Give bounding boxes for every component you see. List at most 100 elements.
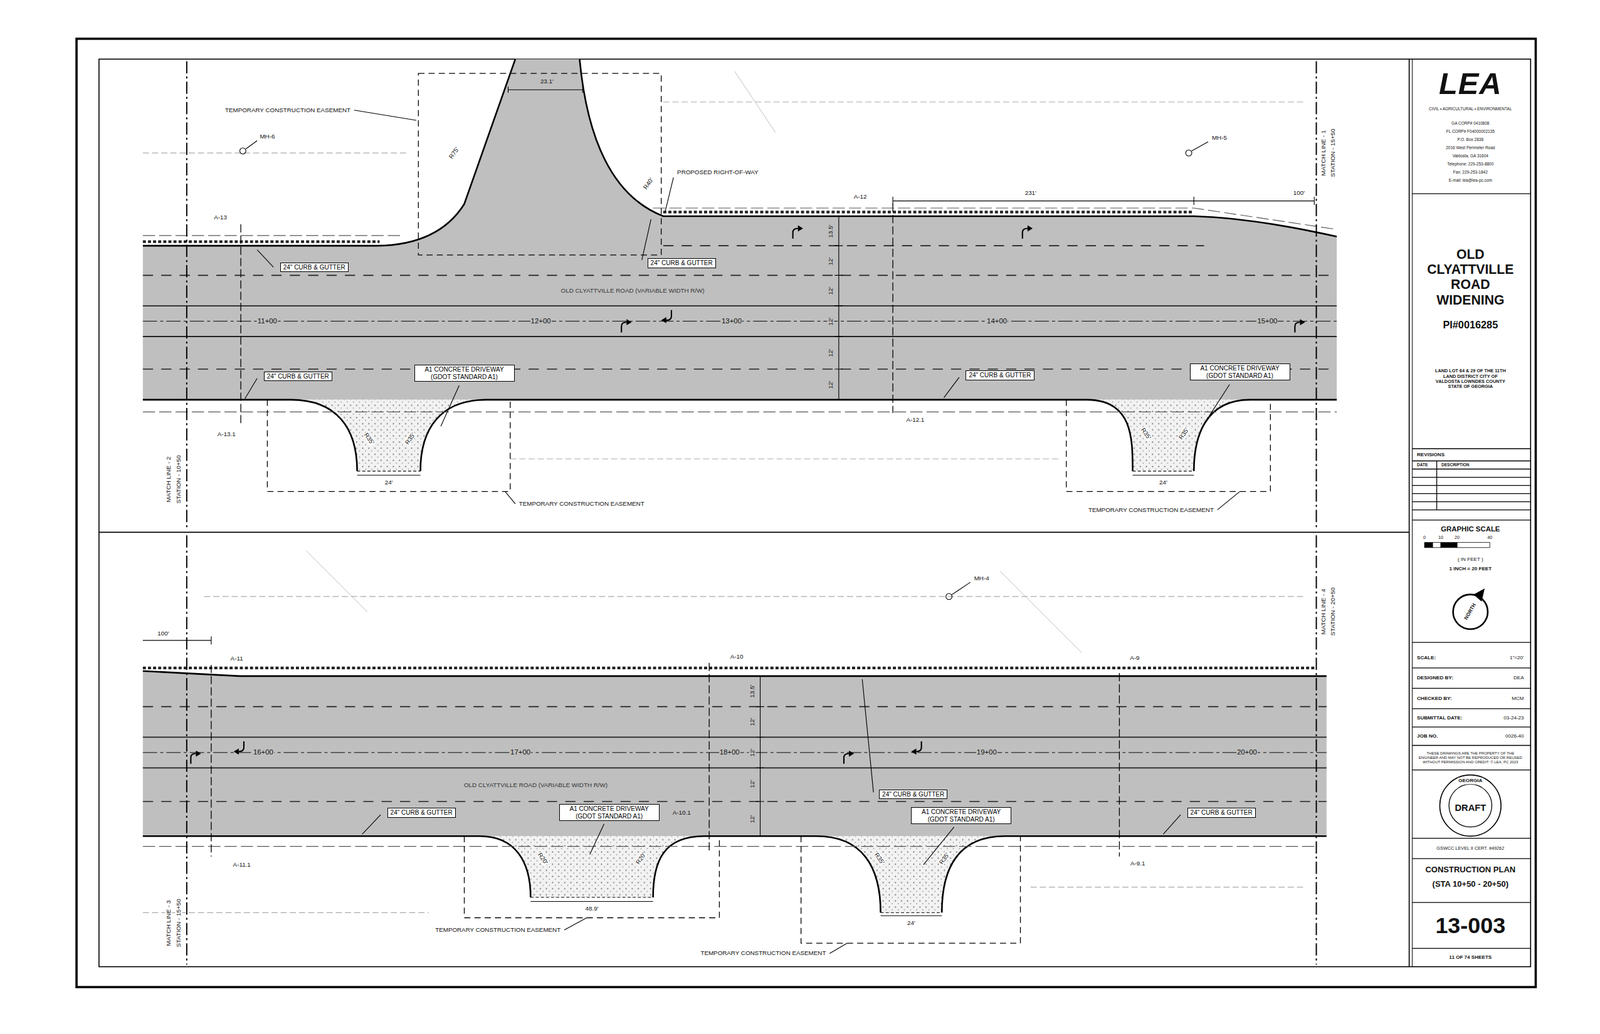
right-of-way-line [142, 208, 1337, 848]
plan-label: 14+00 [986, 317, 1008, 326]
title-block-text: LAND LOT 64 & 29 OF THE 11TH LAND DISTRI… [1430, 369, 1511, 391]
plan-label: 100' [1292, 189, 1306, 197]
plan-label: OLD CLYATTVILLE ROAD (VARIABLE WIDTH R/W… [560, 287, 706, 295]
easement-line [267, 73, 1271, 944]
title-block-text: THESE DRAWINGS ARE THE PROPERTY OF THE E… [1416, 751, 1525, 765]
arrow-shaft [1294, 322, 1300, 333]
plan-label: 24' [1158, 478, 1169, 486]
callout-text: 24" CURB & GUTTER [882, 791, 945, 799]
title-block-divider [1408, 58, 1411, 967]
road-pavement [142, 671, 1327, 837]
plan-label: R75' [447, 145, 461, 161]
arrow-shaft [190, 754, 196, 765]
callout-box: A1 CONCRETE DRIVEWAY (GDOT STANDARD A1) [910, 807, 1012, 825]
arrow-shaft [238, 741, 244, 752]
plan-label: A-10.1 [672, 809, 692, 817]
arrow-head [848, 751, 854, 758]
title-block-text: GRAPHIC SCALE [1440, 525, 1501, 534]
match-line [186, 61, 1317, 966]
title-block-text: GSWCC LEVEL II CERT. #49262 [1435, 846, 1505, 852]
plan-label: 12' [748, 814, 756, 824]
plan-label: A-10 [729, 653, 745, 661]
plan-label: TEMPORARY CONSTRUCTION EASEMENT [699, 950, 827, 958]
title-block-text: P.O. Box 2838 [1457, 137, 1485, 142]
manhole-symbol [1185, 149, 1192, 157]
plan-label: 100' [156, 630, 170, 637]
plan-label: TEMPORARY CONSTRUCTION EASEMENT [1087, 506, 1215, 514]
plan-label: TEMPORARY CONSTRUCTION EASEMENT [518, 500, 646, 508]
title-block-text: Telephone: 229-253-8800 [1446, 161, 1495, 167]
plan-label: MATCH LINE - 1 [1319, 129, 1327, 177]
plan-label: MATCH LINE - 3 [164, 899, 172, 947]
title-block-text: Fax: 229-253-1842 [1452, 169, 1489, 175]
plan-label: 12' [748, 779, 756, 790]
plan-label: 13+00 [721, 317, 743, 326]
panel-divider [99, 532, 1410, 534]
title-block-text: 2016 West Perimeter Road [1445, 145, 1496, 150]
plan-label: 13.5' [748, 684, 756, 700]
plan-label: TEMPORARY CONSTRUCTION EASEMENT [224, 106, 352, 114]
plan-label: STATION - 15+50 [1329, 127, 1337, 178]
callout-box: 24" CURB & GUTTER [878, 789, 948, 800]
arrow-shaft [1022, 228, 1028, 239]
title-block-text: 40 [1486, 534, 1493, 540]
plan-label: 23.1' [539, 78, 555, 86]
callout-box: A1 CONCRETE DRIVEWAY (GDOT STANDARD A1) [414, 364, 515, 382]
arrow-head [626, 319, 632, 326]
callout-text: 24" CURB & GUTTER [283, 263, 346, 272]
plan-label: A-13 [213, 213, 228, 221]
callout-box: 24" CURB & GUTTER [387, 808, 456, 819]
turn-arrow [1294, 319, 1305, 333]
arrow-head [1300, 319, 1306, 326]
arrow-head [910, 748, 916, 755]
title-block-text: 13-003 [1434, 913, 1506, 940]
section-line [211, 203, 1120, 857]
title-block-text: DESCRIPTION [1440, 462, 1470, 468]
dimension-line [756, 676, 765, 837]
turn-arrow [910, 741, 922, 755]
title-block-text: 03-24-23 [1502, 715, 1525, 722]
plan-label: 12' [748, 748, 756, 758]
plan-label: 15+00 [1256, 317, 1278, 326]
plan-label: 48.9' [584, 905, 600, 913]
turn-arrow [190, 751, 201, 765]
manhole-symbol [239, 147, 246, 155]
arrow-head [798, 225, 804, 232]
title-block-text: 10 [1437, 534, 1444, 540]
plan-label: 231' [1024, 189, 1037, 197]
plan-label: A-12.1 [905, 416, 925, 424]
title-block-text: SCALE: [1416, 655, 1437, 661]
callout-text: A1 CONCRETE DRIVEWAY (GDOT STANDARD A1) [562, 805, 657, 821]
plan-label: 11+00 [257, 317, 278, 326]
plan-label: A-9 [1129, 654, 1140, 662]
title-block-rule [1412, 193, 1532, 949]
plan-label: 18+00 [719, 748, 741, 757]
plan-label: MH-5 [1211, 134, 1228, 142]
engineer-seal [1439, 775, 1501, 837]
callout-text: 24" CURB & GUTTER [390, 809, 453, 817]
plan-label: 12' [826, 256, 834, 266]
arrow-shaft [666, 310, 672, 321]
drawing-frame [99, 58, 1531, 967]
plan-label: 19+00 [976, 748, 998, 757]
dimension-line [142, 86, 1315, 916]
manhole-symbol [946, 593, 953, 600]
plan-label: MH-6 [258, 132, 276, 140]
plan-label: 16+00 [252, 748, 274, 757]
title-block-text: 1"=20' [1509, 655, 1525, 661]
callout-box: 24" CURB & GUTTER [965, 370, 1034, 381]
callout-text: A1 CONCRETE DRIVEWAY (GDOT STANDARD A1) [1193, 364, 1288, 380]
turn-arrow [793, 225, 804, 239]
title-block-text: MCM [1510, 695, 1525, 702]
plan-label: STATION - 20+50 [1329, 587, 1337, 637]
turn-arrow [621, 319, 632, 333]
callout-text: 24" CURB & GUTTER [650, 259, 713, 268]
callout-text: A1 CONCRETE DRIVEWAY (GDOT STANDARD A1) [417, 366, 512, 381]
turn-arrow [661, 310, 672, 324]
plan-label: 12' [826, 316, 834, 327]
concrete-driveway [816, 836, 1006, 913]
title-block-text: SUBMITTAL DATE: [1416, 715, 1463, 722]
title-block-text: REVISIONS [1416, 452, 1446, 458]
title-block-text: CIVIL • AGRICULTURAL • ENVIRONMENTAL [1428, 106, 1513, 111]
